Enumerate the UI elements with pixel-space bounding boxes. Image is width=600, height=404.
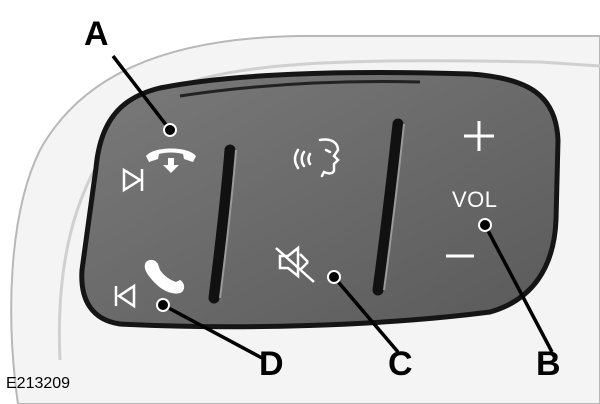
separator-right <box>372 118 404 296</box>
figure-id: E213209 <box>6 375 71 392</box>
separator-left <box>208 144 236 304</box>
seek-next-icon[interactable] <box>122 167 144 193</box>
leader-d <box>162 303 263 360</box>
callout-c: C <box>388 345 413 383</box>
button-panel <box>79 70 561 330</box>
volume-label: VOL <box>452 187 498 212</box>
leader-c-dot <box>327 270 341 284</box>
leader-a <box>111 54 172 132</box>
leader-a-dot <box>163 123 177 137</box>
separator-left-highlight <box>219 149 237 299</box>
volume-up-icon[interactable] <box>464 121 494 151</box>
mute-icon[interactable] <box>275 245 315 283</box>
top-ridge <box>179 80 421 98</box>
leader-d-dot <box>156 298 170 312</box>
callout-a: A <box>84 15 109 53</box>
separator-right-highlight <box>383 123 405 291</box>
callout-d: D <box>259 345 284 383</box>
voice-command-icon[interactable] <box>293 138 340 178</box>
leader-c <box>332 275 400 354</box>
callout-b: B <box>536 345 561 383</box>
leader-lines <box>111 54 554 360</box>
phone-hangup-icon[interactable] <box>146 148 196 174</box>
leader-b <box>483 224 554 353</box>
seek-previous-icon[interactable] <box>114 283 136 309</box>
phone-answer-icon[interactable] <box>144 259 185 294</box>
leader-b-dot <box>478 218 492 232</box>
